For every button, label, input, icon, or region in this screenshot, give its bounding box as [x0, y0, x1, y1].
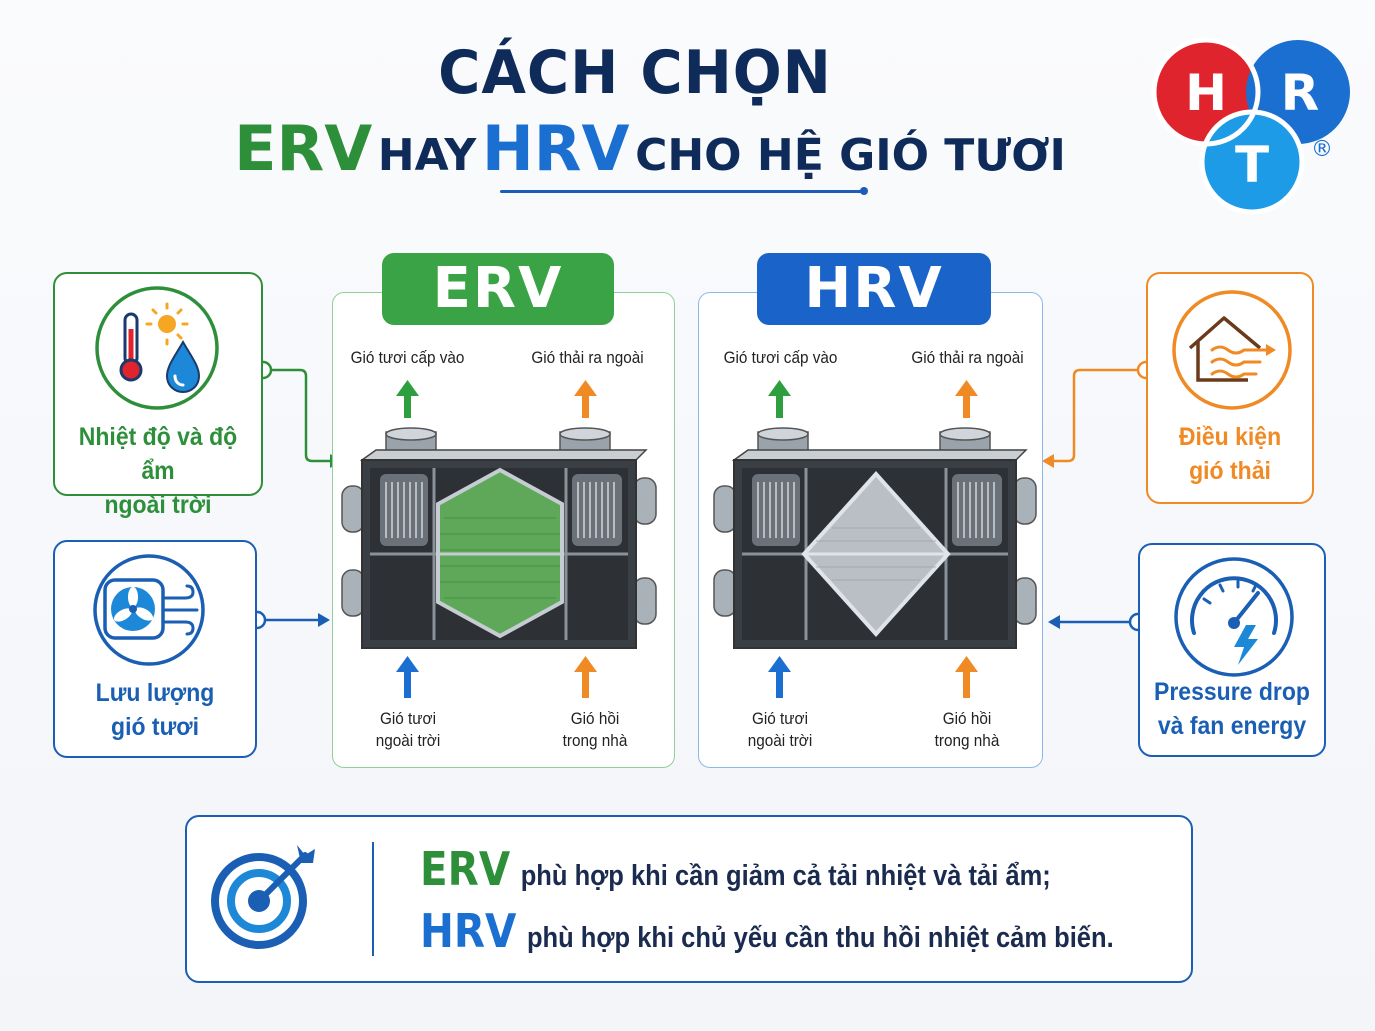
- erv-unit-illustration: [341, 380, 657, 698]
- factor-airflow-label-1: Lưu lượng: [95, 679, 215, 707]
- hrv-outdoor-label-2: ngoài trời: [747, 731, 813, 750]
- gauge-bolt-icon: [1174, 557, 1294, 677]
- hrv-exhaust-arrow-icon: [955, 380, 978, 418]
- title-underline-dot: [860, 187, 868, 195]
- hrv-supply-top-label: Gió tươi cấp vào: [723, 348, 838, 367]
- hrv-outdoor-label: Gió tươi ngoài trời: [726, 708, 834, 752]
- factor-pressure-label-1: Pressure drop: [1154, 678, 1310, 706]
- erv-supply-top-label: Gió tươi cấp vào: [350, 348, 465, 367]
- erv-supply-arrow-icon: [396, 380, 419, 418]
- erv-outdoor-label-2: ngoài trời: [375, 731, 441, 750]
- logo-t: T: [1235, 136, 1269, 194]
- title-erv: ERV: [234, 112, 373, 185]
- erv-outdoor-label: Gió tươi ngoài trời: [354, 708, 462, 752]
- erv-outdoor-label-1: Gió tươi: [380, 709, 436, 728]
- factor-climate-label-2: ngoài trời: [104, 491, 212, 519]
- hrv-return-label-2: trong nhà: [934, 731, 1000, 750]
- conclusion-hrv-key: HRV: [420, 904, 517, 958]
- factor-airflow-label-2: gió tươi: [111, 713, 199, 741]
- logo-h: H: [1185, 64, 1227, 122]
- hrt-logo: H R T ®: [1151, 37, 1350, 215]
- conclusion-box: [185, 815, 1193, 983]
- hrv-badge: HRV: [757, 253, 991, 325]
- factor-card-climate: Nhiệt độ và độ ẩm ngoài trời: [53, 272, 263, 519]
- target-arrow-icon: [211, 845, 315, 949]
- conclusion-erv-line: ERV phù hợp khi cần giảm cả tải nhiệt và …: [420, 842, 1051, 896]
- conclusion-erv-text: phù hợp khi cần giảm cả tải nhiệt và tải…: [520, 860, 1051, 892]
- factor-pressure-label-2: và fan energy: [1157, 712, 1307, 740]
- erv-return-label-1: Gió hồi: [570, 709, 620, 728]
- factor-airflow-label: Lưu lượng gió tươi: [63, 676, 247, 744]
- title-hrv: HRV: [481, 112, 630, 185]
- conclusion-hrv-text: phù hợp khi chủ yếu cần thu hồi nhiệt cả…: [526, 922, 1114, 954]
- erv-return-label: Gió hồi trong nhà: [541, 708, 649, 752]
- erv-outdoor-arrow-icon: [396, 656, 419, 698]
- erv-return-label-2: trong nhà: [562, 731, 628, 750]
- thermometer-sun-drop-icon: [95, 286, 219, 410]
- factor-exhaust-label: Điều kiện gió thải: [1155, 420, 1306, 488]
- erv-return-arrow-icon: [574, 656, 597, 698]
- logo-registered: ®: [1311, 137, 1333, 162]
- house-exhaust-icon: [1172, 290, 1292, 410]
- hrv-outdoor-arrow-icon: [768, 656, 791, 698]
- title-rest: CHO HỆ GIÓ TƯƠI: [635, 130, 1066, 181]
- factor-exhaust-label-2: gió thải: [1189, 457, 1271, 485]
- factor-climate-label-1: Nhiệt độ và độ ẩm: [78, 423, 238, 485]
- factor-card-airflow: Lưu lượng gió tươi: [53, 540, 257, 758]
- factor-card-pressure: Pressure drop và fan energy: [1138, 543, 1326, 757]
- factor-card-exhaust: Điều kiện gió thải: [1146, 272, 1314, 504]
- erv-exhaust-arrow-icon: [574, 380, 597, 418]
- conclusion-erv-key: ERV: [420, 842, 511, 896]
- hrv-outdoor-label-1: Gió tươi: [752, 709, 808, 728]
- factor-climate-label: Nhiệt độ và độ ẩm ngoài trời: [63, 420, 253, 522]
- hrv-unit-illustration: [713, 380, 1037, 698]
- hrv-return-arrow-icon: [955, 656, 978, 698]
- factor-pressure-label: Pressure drop và fan energy: [1147, 675, 1316, 743]
- title-line-2: ERV HAY HRV CHO HỆ GIÓ TƯƠI: [0, 112, 1300, 185]
- hrv-return-label-1: Gió hồi: [942, 709, 992, 728]
- hrv-supply-arrow-icon: [768, 380, 791, 418]
- title-underline: [500, 190, 865, 193]
- conclusion-divider: [372, 842, 374, 956]
- erv-exhaust-top-label: Gió thải ra ngoài: [531, 348, 644, 367]
- factor-exhaust-label-1: Điều kiện: [1178, 423, 1282, 451]
- logo-r: R: [1281, 64, 1320, 122]
- erv-badge: ERV: [382, 253, 614, 325]
- fan-wind-icon: [93, 554, 205, 666]
- hrv-return-label: Gió hồi trong nhà: [913, 708, 1021, 752]
- hrv-exhaust-top-label: Gió thải ra ngoài: [911, 348, 1024, 367]
- title-hay: HAY: [377, 130, 477, 181]
- title-line-1: CÁCH CHỌN: [438, 38, 832, 108]
- conclusion-hrv-line: HRV phù hợp khi chủ yếu cần thu hồi nhiệt…: [420, 904, 1114, 958]
